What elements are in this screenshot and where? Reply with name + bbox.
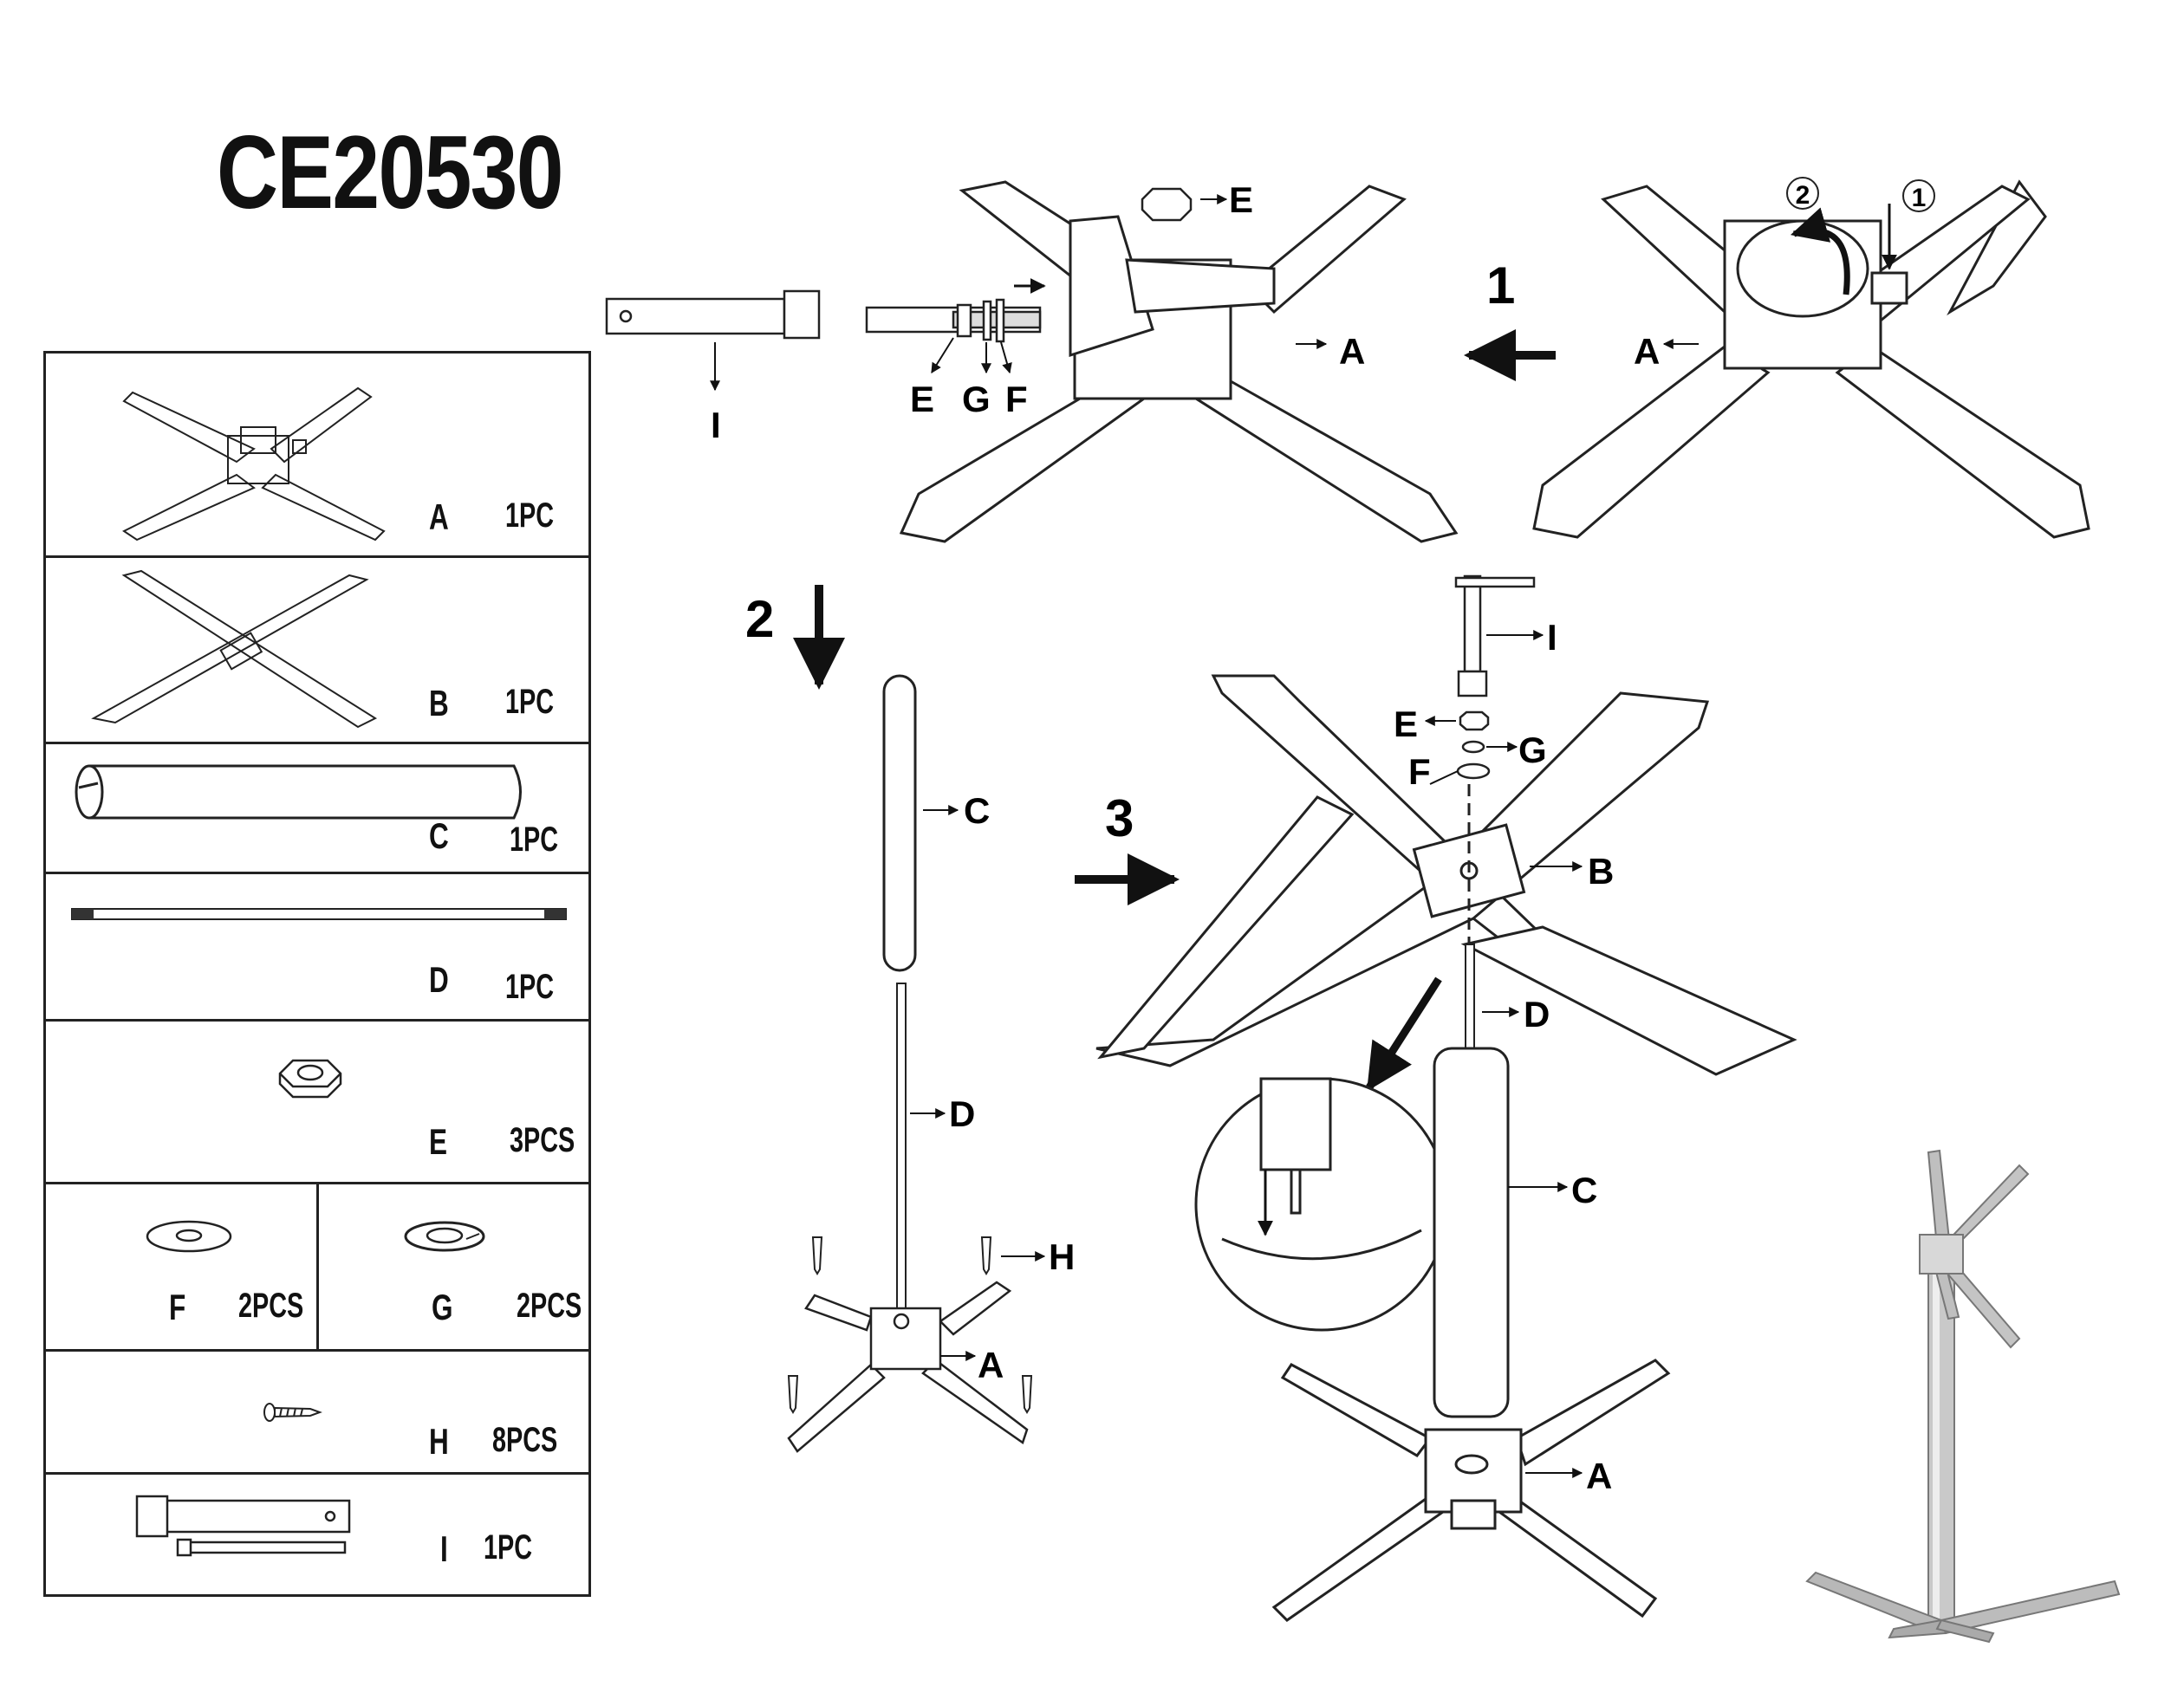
parts-list: A 1PC B 1PC C <box>43 351 591 1597</box>
step1-a-left-label: A <box>1339 331 1365 372</box>
finished-table-base-photo <box>1805 1149 2121 1644</box>
part-h-label: H <box>429 1421 449 1462</box>
step3-a-label: A <box>1586 1456 1612 1496</box>
step1-base-right <box>1532 179 2090 539</box>
step1-number: 1 <box>1486 256 1515 315</box>
part-row-e: E 3PCS <box>46 1022 588 1184</box>
part-h-qty: 8PCS <box>492 1421 558 1459</box>
hex-nut-e-thumbnail <box>278 1059 342 1099</box>
step3-hardware <box>1456 710 1491 780</box>
step3-i-label: I <box>1547 617 1557 658</box>
step3-tube-c <box>1433 1047 1510 1418</box>
step3-f-label: F <box>1408 751 1431 792</box>
step1-hex-nut-top <box>1141 187 1193 222</box>
step3-rod-d <box>1465 944 1475 1062</box>
step3-detail-inset <box>1194 1077 1449 1332</box>
part-b-qty: 1PC <box>505 683 555 721</box>
step3-b-label: B <box>1588 851 1614 892</box>
base-a-thumbnail <box>122 386 386 542</box>
part-e-qty: 3PCS <box>510 1121 575 1159</box>
step2-tube-c <box>882 674 917 972</box>
threaded-rod-d-thumbnail <box>71 908 567 920</box>
part-b-label: B <box>429 683 449 723</box>
part-d-label: D <box>429 959 449 1000</box>
step2-screws-h <box>787 1236 1033 1414</box>
part-row-f-g: F 2PCS G 2PCS <box>46 1184 588 1352</box>
part-row-c: C 1PC <box>46 744 588 874</box>
spring-washer-g-thumbnail <box>404 1221 485 1252</box>
step1-base-left <box>899 180 1459 543</box>
step3-c-label: C <box>1571 1170 1597 1210</box>
step2-c-label: C <box>964 790 990 831</box>
step3-detail-arrow <box>1366 976 1442 1092</box>
step3-e-label: E <box>1394 704 1418 744</box>
step1-marker-1: 1 <box>1902 179 1935 212</box>
step1-i-label: I <box>711 405 721 445</box>
step1-e-label: E <box>910 379 934 419</box>
step1-marker-2: 2 <box>1786 177 1819 210</box>
step3-wrench-i <box>1454 574 1536 697</box>
part-i-qty: 1PC <box>484 1528 533 1567</box>
step1-marker-2-text: 2 <box>1796 181 1810 210</box>
screw-h-thumbnail <box>263 1403 322 1422</box>
step1-a-right-label: A <box>1634 331 1660 372</box>
part-row-a: A 1PC <box>46 354 588 558</box>
step3-number: 3 <box>1105 789 1134 847</box>
part-c-qty: 1PC <box>510 821 559 859</box>
step1-wrench-i <box>605 289 821 340</box>
step1-f-label: F <box>1005 379 1028 419</box>
part-i-label: I <box>440 1528 448 1569</box>
part-a-qty: 1PC <box>505 496 555 535</box>
part-d-qty: 1PC <box>505 968 555 1006</box>
step2-number: 2 <box>745 590 774 648</box>
step1-bolt-assembly <box>865 298 1042 343</box>
part-row-d: D 1PC <box>46 874 588 1022</box>
step1-lever-arrow <box>1790 204 1897 295</box>
part-f-label: F <box>169 1287 186 1327</box>
step3-base-a <box>1271 1359 1671 1622</box>
step2-rod-d <box>896 983 907 1318</box>
tube-c-thumbnail <box>75 764 522 820</box>
part-a-label: A <box>429 496 449 537</box>
step3-g-label: G <box>1518 730 1547 770</box>
part-cell-g: G 2PCS <box>319 1184 594 1349</box>
part-g-qty: 2PCS <box>517 1287 582 1325</box>
top-bracket-b-thumbnail <box>91 569 378 729</box>
step1-e-top-label: E <box>1229 179 1253 220</box>
part-e-label: E <box>429 1121 448 1162</box>
step1-marker-1-text: 1 <box>1912 184 1927 212</box>
step1-e-leader <box>931 337 954 374</box>
part-row-h: H 8PCS <box>46 1352 588 1475</box>
step2-h-label: H <box>1049 1236 1075 1277</box>
part-row-b: B 1PC <box>46 558 588 744</box>
step1-f-leader <box>1000 341 1012 374</box>
step2-d-label: D <box>949 1093 975 1134</box>
part-c-label: C <box>429 815 449 856</box>
part-g-label: G <box>432 1287 453 1327</box>
part-cell-f: F 2PCS <box>46 1184 319 1349</box>
step3-d-label: D <box>1524 994 1550 1035</box>
model-number: CE20530 <box>217 114 563 230</box>
part-f-qty: 2PCS <box>238 1287 304 1325</box>
flat-washer-f-thumbnail <box>146 1220 232 1253</box>
step2-base-a <box>787 1281 1029 1453</box>
wrench-i-thumbnail <box>135 1495 351 1557</box>
step1-g-label: G <box>962 379 991 419</box>
part-row-i: I 1PC <box>46 1475 588 1597</box>
step3-bracket-b <box>1095 674 1797 1076</box>
step2-a-label: A <box>978 1345 1004 1385</box>
step3-f-leader <box>1429 770 1459 785</box>
